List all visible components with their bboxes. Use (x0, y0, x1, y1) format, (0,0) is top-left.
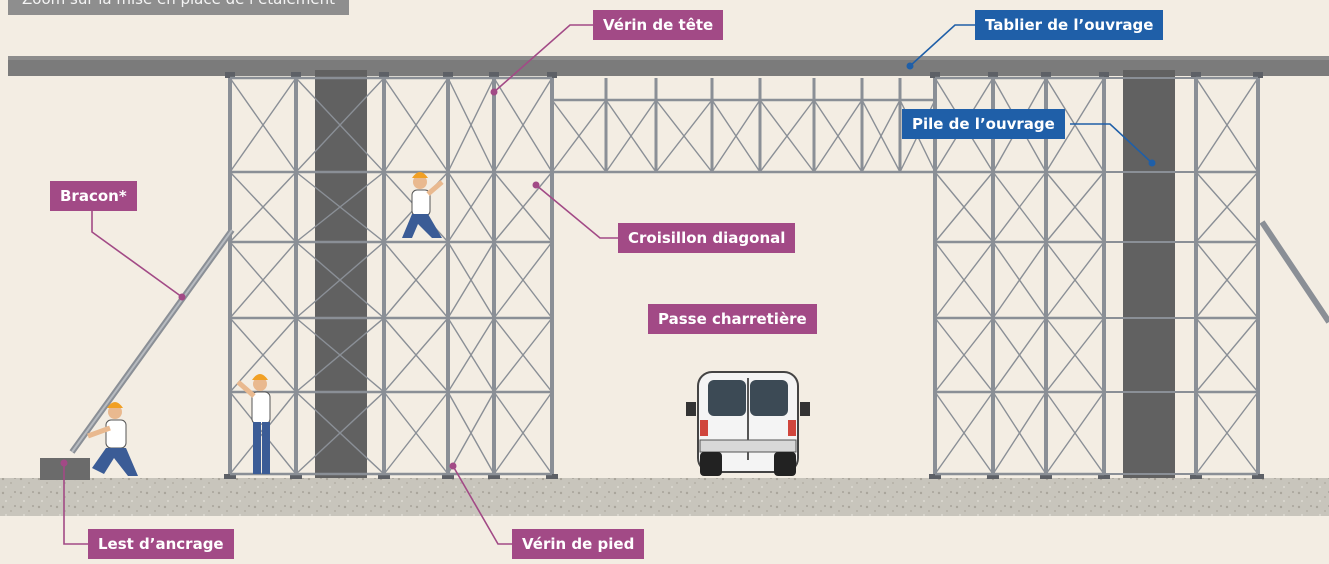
label-verin-tete: Vérin de tête (593, 10, 724, 40)
worker-standing (236, 374, 271, 474)
leader-tablier (909, 24, 975, 67)
figure-title: Zoom sur la mise en place de l’étaiement (8, 0, 349, 15)
leader-bracon (91, 210, 183, 298)
leader-croisillon (535, 184, 618, 239)
ground (0, 478, 1329, 516)
label-bracon: Bracon* (50, 181, 137, 211)
leader-lest (63, 463, 88, 545)
worker-kneeling-ground (87, 402, 138, 476)
callout-lines (63, 24, 1153, 545)
label-lest: Lest d’ancrage (88, 529, 234, 559)
callout-dots (60, 62, 1156, 470)
label-passe: Passe charretière (648, 304, 817, 334)
label-pile: Pile de l’ouvrage (902, 109, 1065, 139)
label-tablier: Tablier de l’ouvrage (975, 10, 1164, 40)
pier-left (315, 70, 367, 478)
anchor-ballast (40, 458, 90, 480)
leader-pile (1070, 123, 1153, 164)
worker-on-scaffold (402, 172, 444, 238)
scaffold-towers (224, 72, 1264, 479)
pier-right (1123, 70, 1175, 478)
label-verin-pied: Vérin de pied (512, 529, 645, 559)
brace-right (1259, 220, 1329, 324)
leader-verin-pied (452, 465, 512, 545)
van (686, 371, 810, 476)
label-croisillon: Croisillon diagonal (618, 223, 796, 253)
leader-verin-tete (493, 24, 593, 93)
